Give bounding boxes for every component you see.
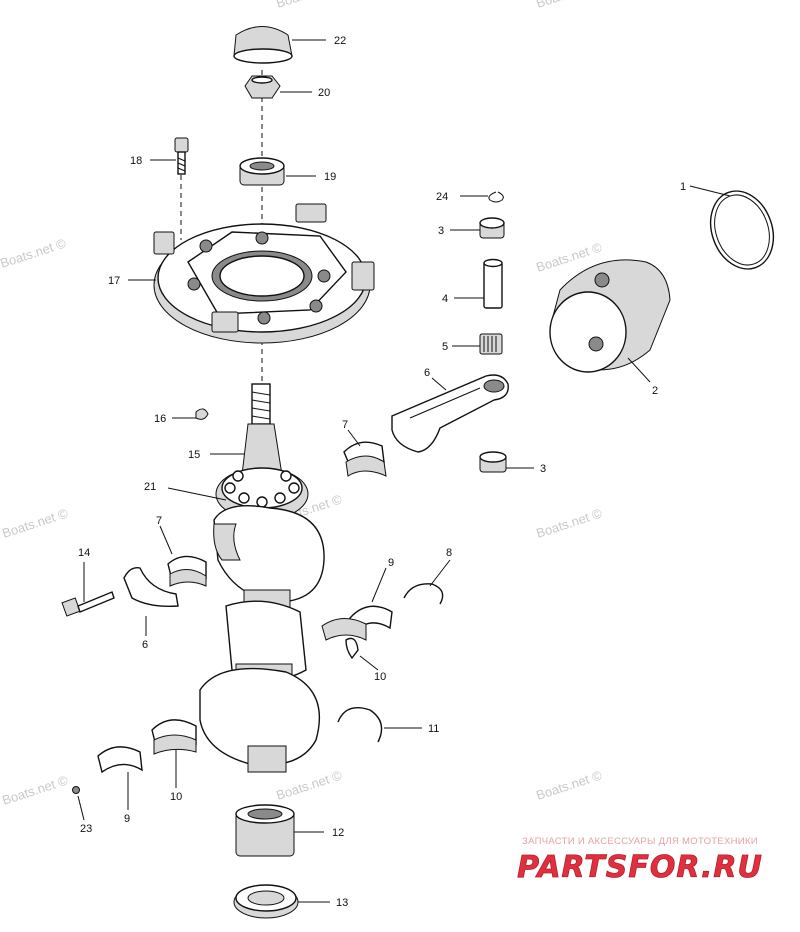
thrust-washer-part-3-upper [479,217,505,239]
watermark: Boats.net © [274,767,344,802]
wrist-pin-part-4 [483,258,503,309]
rod-cap-part-6 [123,567,179,608]
bearing-race-part-9-lower [97,746,143,774]
callout-4: 4 [442,293,448,305]
seal-part-19 [239,157,285,186]
thrust-washer-part-3-lower [479,451,507,473]
callout-7: 7 [156,515,162,527]
roller-bearing-part-12 [235,804,295,857]
callout-17: 17 [108,275,120,287]
piston-part-2 [549,259,671,373]
callout-6: 6 [424,367,430,379]
cap-bolt-part-14 [61,591,115,617]
callout-9: 9 [124,813,130,825]
callout-13: 13 [336,897,348,909]
cap-part-22 [233,26,293,64]
needle-bearing-part-7-lower [167,555,207,587]
callout-16: 16 [154,413,166,425]
callout-10: 10 [374,671,386,683]
needle-bearing-part-7-upper [343,441,387,477]
leader-lines [77,39,731,903]
callout-8: 8 [446,547,452,559]
oil-seal-part-13 [233,884,299,919]
watermark: Boats.net © [534,767,604,802]
needle-bearing-part-5 [479,333,503,355]
crankshaft-body [199,505,325,773]
callout-21: 21 [144,481,156,493]
piston-ring-part-1 [709,190,775,270]
woodruff-key-part-16 [195,408,209,420]
needle-bearing-part-10-lower [151,719,197,755]
callout-11: 11 [428,723,439,735]
stator-plate-part-17 [153,203,375,344]
callout-9: 9 [388,557,394,569]
brand-tagline: ЗАПЧАСТИ И АКСЕССУАРЫ ДЛЯ МОТОТЕХНИКИ [522,836,758,847]
circlip-part-24 [488,191,504,203]
retaining-ring-part-11 [337,707,383,743]
bolt-part-18 [174,137,189,175]
brand-logo-text: PARTSFOR.RU [517,850,763,884]
callout-3: 3 [540,463,546,475]
watermark: Boats.net © [0,235,68,270]
connecting-rod-part-6 [391,374,509,453]
callout-3: 3 [438,225,444,237]
needle-bearing-part-10-upper [321,618,367,660]
callout-5: 5 [442,341,448,353]
nut-part-20 [244,75,281,99]
callout-22: 22 [334,35,346,47]
brand-logo: PARTSFOR.RU [517,850,763,884]
watermark: Boats.net © [534,505,604,540]
callout-1: 1 [680,181,686,193]
callout-10: 10 [170,791,182,803]
callout-20: 20 [318,87,330,99]
watermark: Boats.net © [0,505,70,540]
callout-23: 23 [80,823,92,835]
callout-7: 7 [342,419,348,431]
watermark: Boats.net © [534,0,604,11]
callout-24: 24 [436,191,448,203]
watermark: Boats.net © [0,772,70,807]
callout-19: 19 [324,171,336,183]
callout-14: 14 [78,547,90,559]
callout-2: 2 [652,385,658,397]
watermark: Boats.net © [274,0,344,11]
ball-part-23 [72,786,80,794]
callout-18: 18 [130,155,142,167]
crankshaft-upper-part-15 [241,383,283,476]
callout-12: 12 [332,827,344,839]
callout-6: 6 [142,639,148,651]
callout-15: 15 [188,449,200,461]
retaining-ring-part-8 [403,583,444,605]
callout-labels: 22 20 18 19 24 1 3 17 4 5 6 2 16 7 15 3 … [78,35,686,909]
